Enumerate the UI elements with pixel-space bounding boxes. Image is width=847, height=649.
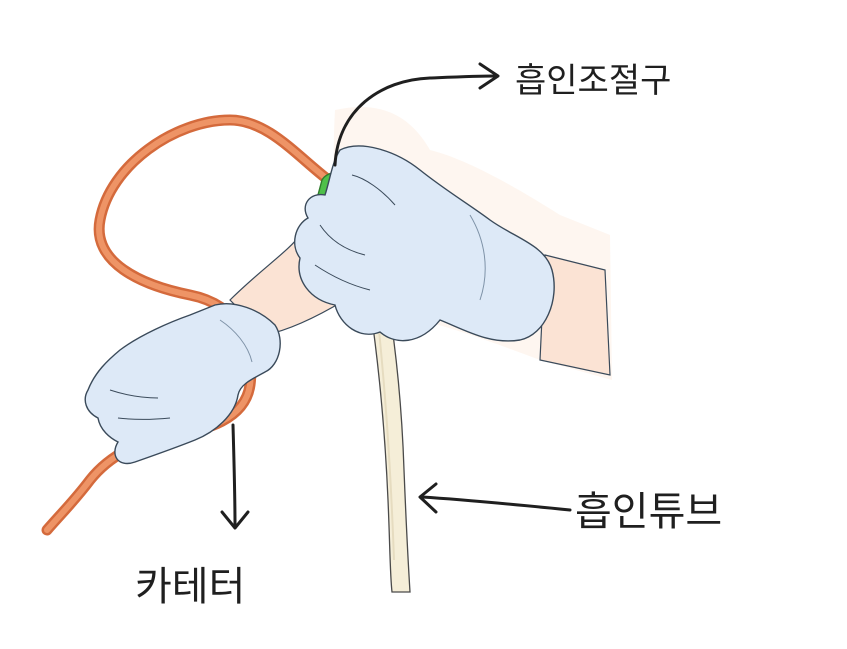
left-arrow-icon: [418, 482, 572, 514]
label-suction-tube: 흡인튜브: [575, 489, 722, 535]
right-glove: [294, 145, 555, 342]
left-glove: [84, 303, 281, 465]
down-arrow-icon: [220, 423, 250, 530]
label-catheter: 카테터: [135, 564, 245, 610]
suction-tube: [369, 299, 411, 593]
label-suction-regulator: 흡인조절구: [515, 61, 671, 101]
curved-arrow-icon: [333, 62, 500, 167]
